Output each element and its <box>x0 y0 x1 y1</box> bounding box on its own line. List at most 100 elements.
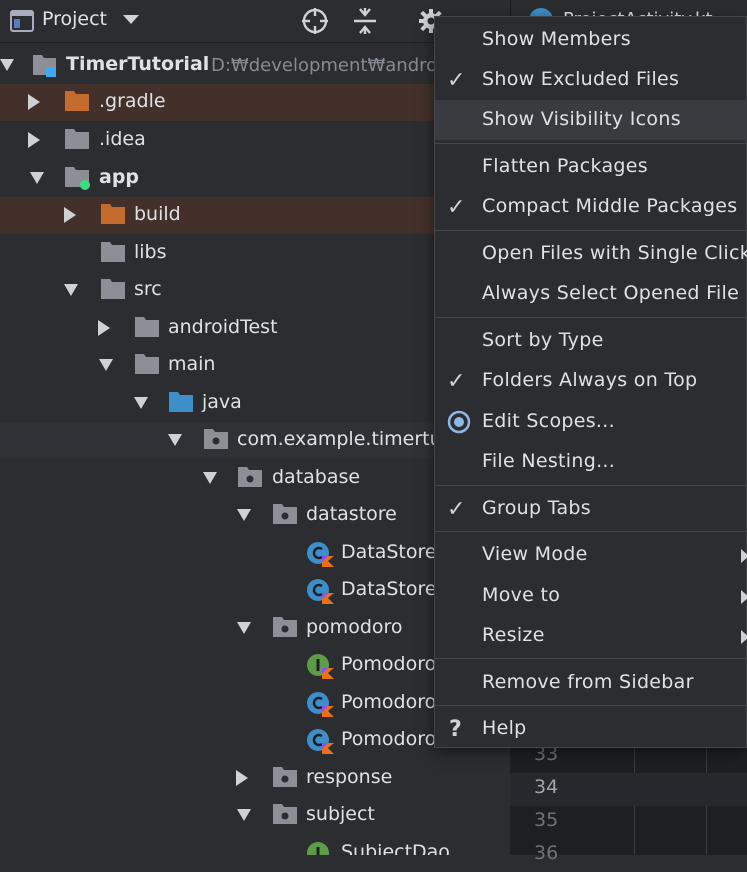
tree-item-datastore-class-1[interactable]: DataStore <box>0 535 510 572</box>
kotlin-interface-icon <box>306 841 332 855</box>
folder-icon <box>134 353 160 377</box>
menu-item-edit-scopes[interactable]: Edit Scopes... <box>435 402 747 442</box>
menu-item-move-to[interactable]: Move to <box>435 576 747 616</box>
chevron-right-icon[interactable] <box>27 132 41 152</box>
folder-icon <box>100 278 126 302</box>
tree-item-gradle[interactable]: .gradle <box>0 84 510 121</box>
menu-item-resize[interactable]: Resize <box>435 616 747 656</box>
tree-item-label: database <box>272 466 361 488</box>
submenu-arrow-icon <box>741 630 747 644</box>
tree-item-label: main <box>168 353 216 375</box>
package-icon <box>237 466 263 490</box>
options-menu: Show Members ✓ Show Excluded Files Show … <box>434 16 747 748</box>
module-icon <box>32 53 58 77</box>
line-number-current: 34 <box>510 773 747 806</box>
source-folder-icon <box>168 391 194 415</box>
tree-item-pomodoro[interactable]: pomodoro <box>0 610 510 647</box>
chevron-down-icon[interactable] <box>122 12 140 32</box>
chevron-down-icon[interactable] <box>203 470 217 489</box>
package-icon <box>272 616 298 640</box>
package-icon <box>272 503 298 527</box>
tree-item-java[interactable]: java <box>0 385 510 422</box>
tree-item-main[interactable]: main <box>0 347 510 384</box>
menu-item-group-tabs[interactable]: ✓ Group Tabs <box>447 497 591 522</box>
chevron-down-icon[interactable] <box>237 807 251 826</box>
tree-item-libs[interactable]: libs <box>0 235 510 272</box>
locate-target-icon[interactable] <box>301 7 329 35</box>
tree-item-build[interactable]: build <box>0 197 510 234</box>
tree-item-label: src <box>134 278 162 300</box>
menu-separator <box>435 705 747 706</box>
tree-item-app[interactable]: app <box>0 160 510 197</box>
menu-item-show-members[interactable]: Show Members <box>482 28 631 50</box>
tree-item-src[interactable]: src <box>0 272 510 309</box>
android-module-icon <box>64 166 90 190</box>
chevron-down-icon[interactable] <box>30 170 44 189</box>
tree-item-subjectdao[interactable]: SubjectDao <box>0 835 510 855</box>
checkmark-icon: ✓ <box>447 195 466 220</box>
tree-item-package-root[interactable]: com.example.timertu <box>0 422 510 459</box>
tree-root-timertutorial[interactable]: TimerTutorial D:₩development₩andro <box>0 47 510 84</box>
tree-item-label: build <box>134 203 181 225</box>
tree-item-pomodoro-class-2[interactable]: Pomodoro <box>0 722 510 759</box>
kotlin-class-icon <box>306 578 334 604</box>
menu-item-folders-always-on-top[interactable]: ✓ Folders Always on Top <box>447 369 698 394</box>
scope-radio-icon <box>447 410 471 438</box>
chevron-down-icon[interactable] <box>237 507 251 526</box>
chevron-down-icon[interactable] <box>237 620 251 639</box>
chevron-down-icon[interactable] <box>99 357 113 376</box>
chevron-down-icon[interactable] <box>64 282 78 301</box>
tree-item-label: datastore <box>306 503 397 525</box>
menu-item-always-select-opened-file[interactable]: Always Select Opened File <box>482 282 740 304</box>
collapse-all-icon[interactable] <box>352 7 378 35</box>
menu-item-help[interactable]: ? Help <box>449 717 527 742</box>
kotlin-class-icon <box>306 541 334 567</box>
chevron-down-icon[interactable] <box>0 57 14 76</box>
project-view-title[interactable]: Project <box>42 8 108 30</box>
folder-excluded-icon <box>64 90 90 114</box>
tree-item-label: app <box>99 166 140 188</box>
menu-item-show-excluded-files[interactable]: ✓ Show Excluded Files <box>447 68 680 93</box>
tree-item-label: pomodoro <box>306 616 403 638</box>
chevron-right-icon[interactable] <box>63 207 77 227</box>
tree-item-label: Pomodoro <box>341 728 437 750</box>
tree-item-androidtest[interactable]: androidTest <box>0 310 510 347</box>
menu-item-show-visibility-icons[interactable]: Show Visibility Icons <box>435 100 747 140</box>
line-number: 36 <box>534 842 559 864</box>
tree-item-label: Pomodoro <box>341 653 437 675</box>
menu-item-view-mode[interactable]: View Mode <box>435 535 747 575</box>
chevron-right-icon[interactable] <box>97 320 111 340</box>
tree-item-datastore-class-2[interactable]: DataStore <box>0 572 510 609</box>
folder-excluded-icon <box>100 203 126 227</box>
tree-root-label: TimerTutorial <box>66 53 210 75</box>
tree-item-label: DataStore <box>341 541 437 563</box>
tree-item-pomodoro-interface[interactable]: Pomodoro <box>0 647 510 684</box>
tree-item-idea[interactable]: .idea <box>0 122 510 159</box>
chevron-down-icon[interactable] <box>134 395 148 414</box>
menu-item-remove-from-sidebar[interactable]: Remove from Sidebar <box>482 671 694 693</box>
kotlin-class-icon <box>306 728 334 754</box>
tree-item-label: DataStore <box>341 578 437 600</box>
checkmark-icon: ✓ <box>447 68 466 93</box>
menu-item-file-nesting[interactable]: File Nesting... <box>482 450 616 472</box>
tree-item-database[interactable]: database <box>0 460 510 497</box>
chevron-right-icon[interactable] <box>27 94 41 114</box>
tree-item-pomodoro-class-1[interactable]: Pomodoro <box>0 685 510 722</box>
menu-separator <box>435 143 747 144</box>
project-window-icon <box>10 7 34 35</box>
checkmark-icon: ✓ <box>447 369 466 394</box>
tree-item-datastore[interactable]: datastore <box>0 497 510 534</box>
chevron-down-icon[interactable] <box>168 432 182 451</box>
tree-item-label: java <box>202 391 242 413</box>
menu-item-sort-by-type[interactable]: Sort by Type <box>482 329 604 351</box>
chevron-right-icon[interactable] <box>235 770 249 790</box>
menu-item-open-files-single-click[interactable]: Open Files with Single Click <box>482 242 747 264</box>
tree-item-subject[interactable]: subject <box>0 797 510 834</box>
tree-item-response[interactable]: response <box>0 760 510 797</box>
menu-item-flatten-packages[interactable]: Flatten Packages <box>482 155 648 177</box>
tree-item-label: subject <box>306 803 375 825</box>
menu-item-compact-middle-packages[interactable]: ✓ Compact Middle Packages <box>447 195 738 220</box>
package-icon <box>203 428 229 452</box>
menu-separator <box>435 230 747 231</box>
project-tree: TimerTutorial D:₩development₩andro .grad… <box>0 43 510 855</box>
